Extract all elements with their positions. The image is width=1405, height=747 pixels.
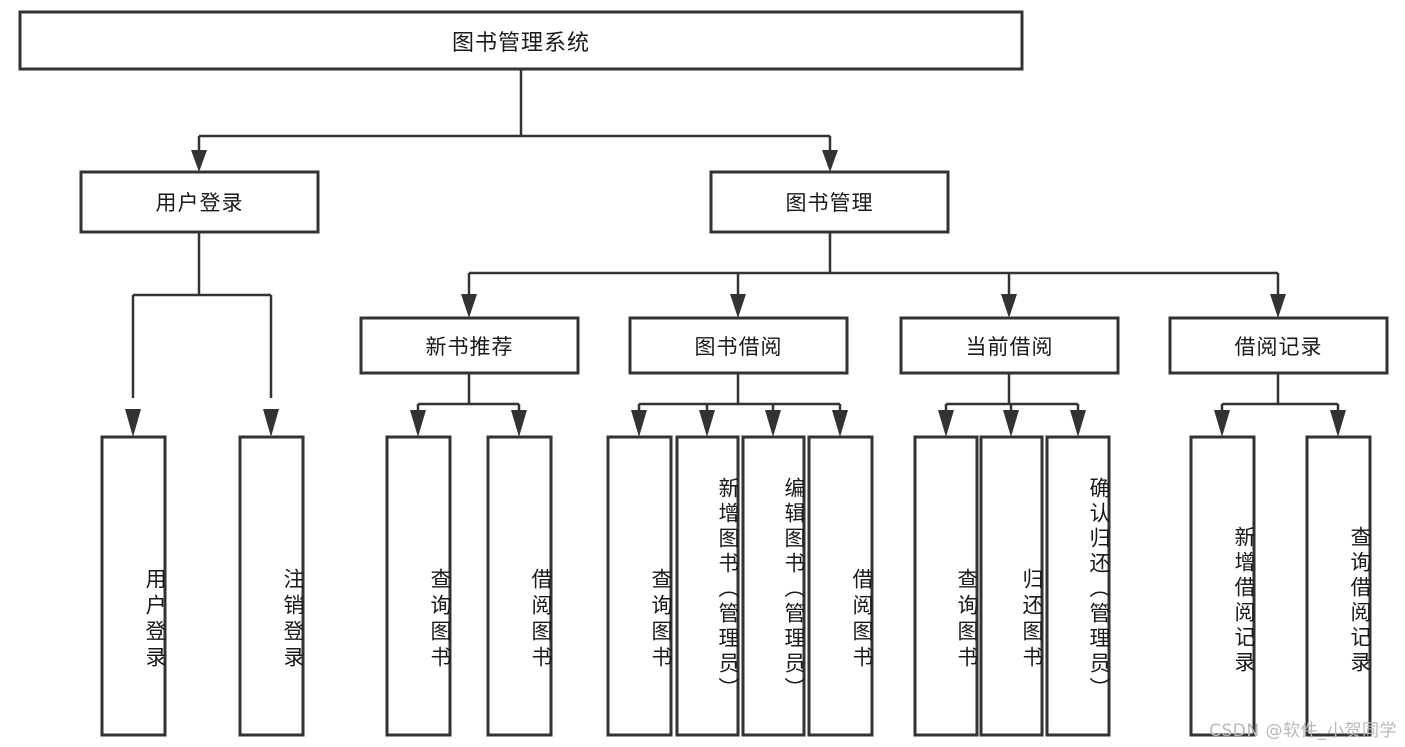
arrowhead-book-borrow [730, 294, 746, 318]
node-box-book-manage[interactable] [709, 170, 950, 234]
node-box-borrow-record[interactable] [1168, 316, 1389, 375]
node-box-current-borrow[interactable] [899, 316, 1120, 375]
arrowhead-leaf-add-borrow-record [1214, 410, 1230, 437]
node-box-leaf-logout-login[interactable] [238, 435, 305, 737]
node-box-leaf-query-book-2[interactable] [606, 435, 673, 737]
node-box-root[interactable] [18, 10, 1024, 71]
arrowhead-leaf-confirm-return [1070, 410, 1086, 437]
node-box-leaf-borrow-book-2[interactable] [807, 435, 874, 737]
arrowhead-book-manage [822, 150, 838, 172]
node-box-leaf-add-book-admin[interactable] [675, 435, 740, 737]
node-box-leaf-user-login[interactable] [100, 435, 167, 737]
connector-group [125, 69, 1346, 437]
node-box-leaf-query-borrow-record[interactable] [1305, 435, 1372, 737]
node-box-leaf-query-book-1[interactable] [385, 435, 452, 737]
arrowhead-current-borrow [1001, 294, 1017, 318]
arrowhead-leaf-borrow-book-1 [511, 410, 527, 437]
arrowhead-leaf-return-book [1003, 410, 1019, 437]
node-box-book-borrow[interactable] [628, 316, 849, 375]
node-box-leaf-confirm-return[interactable] [1045, 435, 1111, 737]
node-box-user-login[interactable] [79, 170, 320, 234]
node-box-leaf-return-book[interactable] [979, 435, 1044, 737]
arrowhead-leaf-borrow-book-2 [832, 410, 848, 437]
arrowhead-leaf-query-book-2 [631, 410, 647, 437]
arrowhead-leaf-query-book-3 [938, 410, 954, 437]
csdn-watermark: CSDN @软件_小贺同学 [1209, 721, 1397, 741]
arrowhead-leaf-user-login [125, 409, 141, 437]
node-box-group [18, 10, 1389, 737]
arrowhead-leaf-query-borrow-record [1330, 410, 1346, 437]
arrowhead-leaf-logout-login [263, 409, 279, 437]
arrowhead-user-login [191, 150, 207, 172]
arrowhead-borrow-record [1270, 294, 1286, 318]
arrowhead-leaf-edit-book-admin [765, 410, 781, 437]
arrowhead-leaf-query-book-1 [410, 410, 426, 437]
node-box-new-book-recommend[interactable] [359, 316, 580, 375]
node-box-leaf-borrow-book-1[interactable] [486, 435, 553, 737]
node-box-leaf-query-book-3[interactable] [913, 435, 979, 737]
node-box-leaf-edit-book-admin[interactable] [741, 435, 806, 737]
arrowhead-leaf-add-book-admin [699, 410, 715, 437]
arrowhead-new-book-recommend [461, 294, 477, 318]
node-box-leaf-add-borrow-record[interactable] [1189, 435, 1256, 737]
